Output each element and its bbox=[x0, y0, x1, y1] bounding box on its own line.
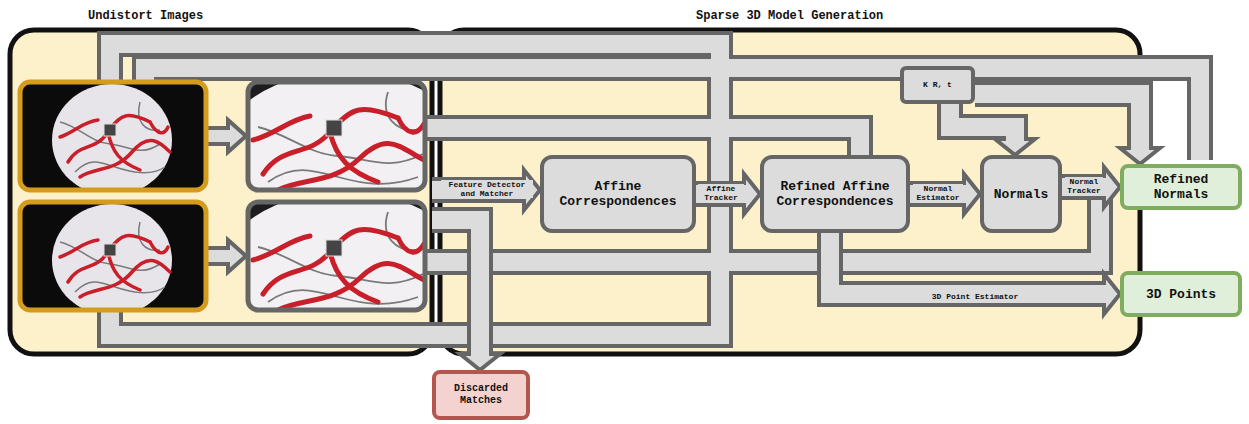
heading-holder: Sparse 3D Model Generation bbox=[696, 9, 883, 23]
process-box: Normals bbox=[980, 155, 1062, 233]
arrow-outline bbox=[696, 181, 744, 207]
output-box: 3D Points bbox=[1120, 271, 1242, 317]
node-label: Discarded Matches bbox=[442, 383, 520, 407]
node-label: Affine Correspondences bbox=[552, 179, 684, 209]
panel-heading: Sparse 3D Model Generation bbox=[696, 9, 883, 23]
node-label: 3D Points bbox=[1146, 287, 1216, 302]
parameter-box: K R, t bbox=[900, 66, 975, 104]
label-holder: Normal Estimator bbox=[913, 184, 963, 204]
label-holder: Normal Tracker bbox=[1065, 177, 1103, 197]
undistort-arrow bbox=[204, 240, 246, 272]
label-holder: Affine Tracker bbox=[698, 184, 744, 204]
undistort-arrow bbox=[204, 120, 246, 152]
node-label: Normals bbox=[994, 187, 1049, 202]
connector-arrow bbox=[432, 220, 500, 370]
heading-holder: Undistort Images bbox=[88, 9, 203, 23]
arrow-body bbox=[696, 185, 747, 203]
arrow-body bbox=[830, 233, 1107, 294]
edge-label: Normal Tracker bbox=[1065, 177, 1103, 195]
process-box: Affine Correspondences bbox=[540, 155, 696, 233]
arrow-body bbox=[975, 94, 1140, 151]
stage-panel: Sparse 3D Model GenerationK R, tAffine C… bbox=[440, 30, 1140, 354]
process-box: Refined Affine Correspondences bbox=[760, 155, 910, 233]
edge-label: 3D Point Estimator bbox=[931, 292, 1019, 301]
connector-arrow bbox=[830, 233, 1120, 314]
connector-arrow bbox=[696, 174, 760, 214]
edge-label: Normal Estimator bbox=[913, 184, 963, 202]
arrow-outline bbox=[830, 233, 1104, 294]
connector-arrow bbox=[950, 104, 1035, 155]
connector-arrow bbox=[432, 170, 540, 210]
arrow-body bbox=[910, 185, 967, 203]
arrow-outline bbox=[910, 181, 964, 207]
undistorted-photo bbox=[219, 192, 469, 356]
output-box: Refined Normals bbox=[1120, 164, 1242, 210]
node-label: Refined Affine Correspondences bbox=[772, 179, 898, 209]
connector-arrow bbox=[910, 174, 980, 214]
edge-label: Affine Tracker bbox=[698, 184, 744, 202]
node-label: K R, t bbox=[923, 80, 952, 90]
panel-heading: Undistort Images bbox=[88, 9, 203, 23]
arrow-outline bbox=[1062, 174, 1104, 200]
node-label: Refined Normals bbox=[1130, 172, 1232, 202]
connector-arrow bbox=[975, 94, 1160, 164]
label-holder: Feature Detector and Matcher bbox=[441, 180, 533, 200]
connector-arrow bbox=[1062, 167, 1120, 207]
label-holder: 3D Point Estimator bbox=[905, 285, 1045, 303]
arrow-body bbox=[950, 104, 1015, 142]
arrow-body bbox=[432, 220, 480, 357]
discard-box: Discarded Matches bbox=[432, 370, 530, 420]
arrow-body bbox=[1062, 178, 1107, 196]
input-photo bbox=[20, 82, 206, 196]
stage-panel: Undistort Images bbox=[10, 30, 432, 354]
input-photo bbox=[20, 202, 206, 316]
edge-label: Feature Detector and Matcher bbox=[441, 180, 533, 198]
